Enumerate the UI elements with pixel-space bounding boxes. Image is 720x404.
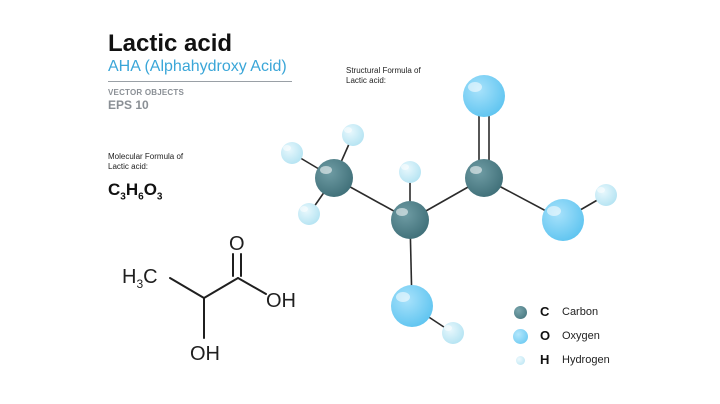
molecular-formula-label: Molecular Formula of Lactic acid:: [108, 152, 218, 172]
highlight: [396, 208, 408, 216]
page-subtitle: AHA (Alphahydroxy Acid): [108, 58, 287, 75]
highlight: [444, 325, 452, 331]
atom-hydrogen: [298, 203, 320, 225]
skeletal-h3c-h: H: [122, 266, 136, 288]
atom-hydrogen: [399, 161, 421, 183]
highlight: [470, 166, 482, 174]
molecular-label-line1: Molecular Formula of: [108, 152, 184, 161]
highlight: [396, 292, 410, 302]
atom-carbon: [465, 159, 503, 197]
page-title: Lactic acid: [108, 30, 233, 57]
legend-name: Carbon: [562, 306, 599, 318]
formula-o: O: [143, 180, 157, 199]
structural-label-line2: Lactic acid:: [346, 76, 387, 85]
skeletal-o-top: O: [229, 233, 245, 255]
skeletal-h3c-c: C: [143, 266, 157, 288]
legend-row-carbon: C Carbon: [512, 304, 672, 322]
legend-symbol: C: [540, 304, 550, 319]
vector-objects-label: VECTOR OBJECTS: [108, 88, 184, 97]
atom-oxygen: [542, 199, 584, 241]
formula-h-count: 6: [138, 191, 144, 203]
atom-hydrogen: [342, 124, 364, 146]
highlight: [547, 206, 561, 216]
eps-label: EPS 10: [108, 98, 149, 112]
highlight: [401, 164, 409, 170]
atom-carbon: [391, 201, 429, 239]
legend-symbol: H: [540, 352, 550, 367]
highlight: [597, 187, 605, 193]
legend-swatch-oxygen: [513, 329, 528, 344]
highlight: [468, 82, 482, 92]
atom-hydrogen: [595, 184, 617, 206]
atom-hydrogen: [442, 322, 464, 344]
atom-hydrogen: [281, 142, 303, 164]
structural-formula-label: Structural Formula of Lactic acid:: [346, 66, 446, 86]
title-divider: [108, 81, 292, 82]
bond-c2-c1: [203, 277, 239, 299]
formula-c: C: [108, 180, 121, 199]
atom-carbon: [315, 159, 353, 197]
skeletal-h3c-n: 3: [136, 277, 143, 291]
legend-row-oxygen: O Oxygen: [512, 328, 672, 346]
atom-oxygen: [391, 285, 433, 327]
formula-c-count: 3: [120, 191, 126, 203]
legend-row-hydrogen: H Hydrogen: [512, 352, 672, 370]
structural-label-line1: Structural Formula of: [346, 66, 421, 75]
formula-o-count: 3: [156, 191, 163, 203]
highlight: [283, 145, 291, 151]
formula-h: H: [125, 180, 139, 199]
highlight: [320, 166, 332, 174]
legend-name: Hydrogen: [562, 354, 610, 366]
molecular-label-line2: Lactic acid:: [108, 162, 149, 171]
skeletal-oh-bottom: OH: [190, 343, 220, 365]
bond-c1-oh: [237, 277, 267, 295]
atom-oxygen: [463, 75, 505, 117]
legend-symbol: O: [540, 328, 551, 343]
highlight: [344, 127, 352, 133]
skeletal-h3c: H3C: [122, 266, 158, 291]
legend-swatch-hydrogen: [516, 356, 525, 365]
highlight: [300, 206, 308, 212]
legend-name: Oxygen: [562, 330, 600, 342]
skeletal-oh-right: OH: [266, 290, 296, 312]
molecular-formula: C3H6O3: [108, 180, 162, 202]
legend: C Carbon O Oxygen H Hydrogen: [512, 304, 672, 374]
bond-ch3-c2: [169, 277, 205, 299]
legend-swatch-carbon: [514, 306, 527, 319]
